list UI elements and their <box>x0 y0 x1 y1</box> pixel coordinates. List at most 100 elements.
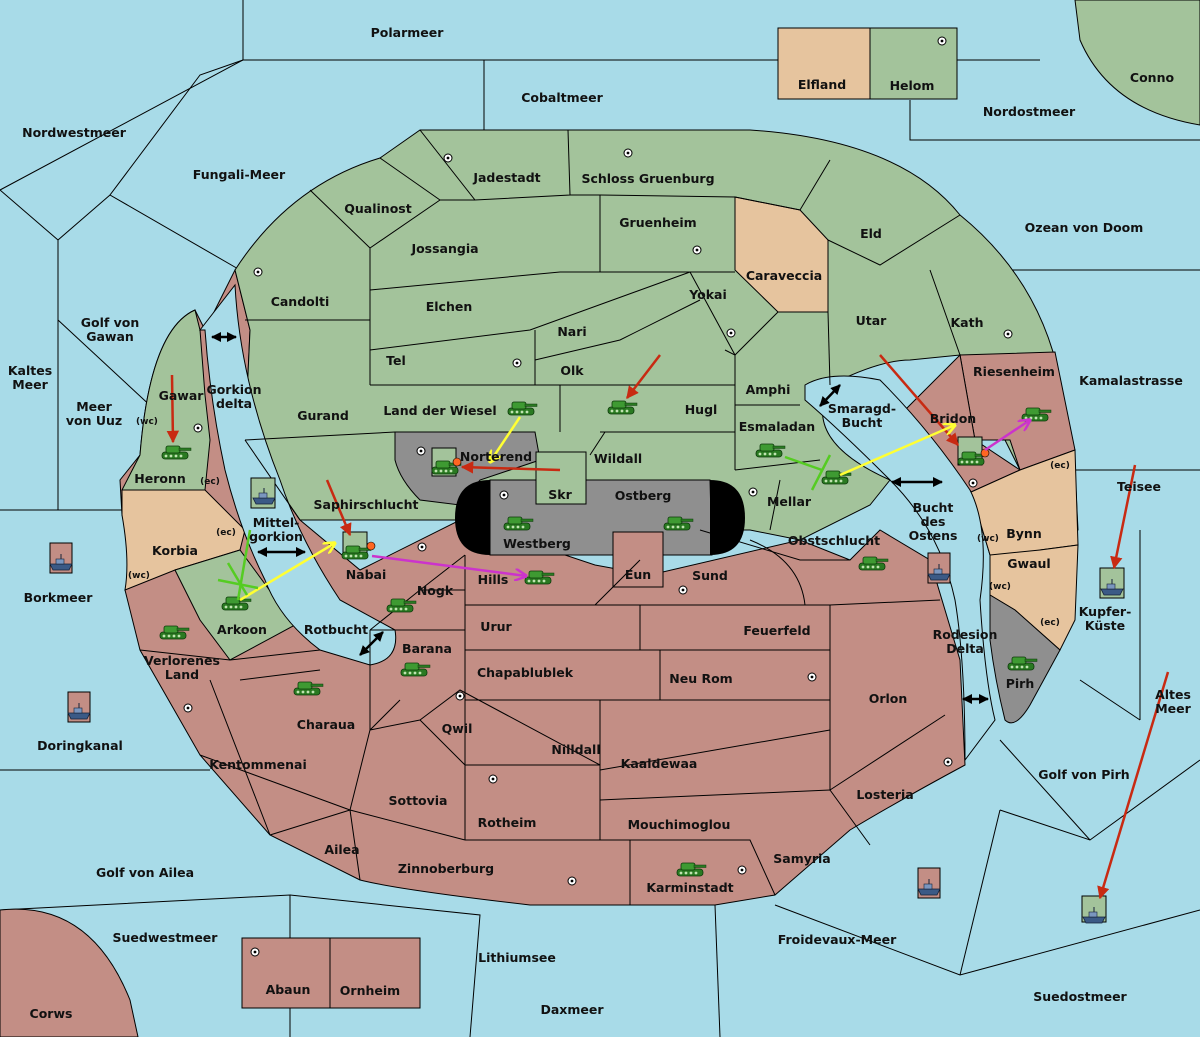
label-golf-von-gawan-1: Golf von <box>81 315 140 330</box>
label-eld: Eld <box>860 226 882 241</box>
passage-arrows <box>211 332 989 704</box>
label-mellar: Mellar <box>767 494 812 509</box>
army-icon <box>341 545 372 560</box>
orders <box>166 354 1170 900</box>
label-smaragd-bucht-2: Bucht <box>842 415 883 430</box>
label-norterend: Norterend <box>460 449 532 464</box>
label-qualinost: Qualinost <box>344 201 411 216</box>
army-icon <box>755 443 786 458</box>
label-bucht-des-ostens-2: des <box>921 514 946 529</box>
label-nabai: Nabai <box>346 567 387 582</box>
army-icon <box>858 556 889 571</box>
label-bucht-des-ostens-3: Ostens <box>909 528 958 543</box>
region-elfland[interactable] <box>777 27 871 100</box>
label-karminstadt: Karminstadt <box>646 880 733 895</box>
label-mittel-gorkion-1: Mittel- <box>253 515 300 530</box>
supply-center-icon <box>943 757 953 767</box>
label-golf-von-pirh: Golf von Pirh <box>1038 767 1129 782</box>
label-riesenheim: Riesenheim <box>973 364 1055 379</box>
label-rodesion-delta-2: Delta <box>946 641 984 656</box>
army-icon <box>1021 407 1052 422</box>
region-korbia[interactable] <box>121 489 246 591</box>
label-altes-meer-1: Altes <box>1155 687 1191 702</box>
label-gawar: Gawar <box>159 388 205 403</box>
label-meer-von-uuz-1: Meer <box>76 399 112 414</box>
army-icon <box>676 862 707 877</box>
label-schloss-gruenburg: Schloss Gruenburg <box>581 171 714 186</box>
label-nari: Nari <box>557 324 586 339</box>
label-verlorenes-land-2: Land <box>165 667 199 682</box>
supply-center-icon <box>1003 329 1013 339</box>
hub-left-cap <box>455 480 490 555</box>
label-ornheim: Ornheim <box>340 983 400 998</box>
label-bynn: Bynn <box>1006 526 1041 541</box>
label-mouchimoglou: Mouchimoglou <box>628 817 731 832</box>
supply-center-icon <box>193 423 203 433</box>
label-bucht-des-ostens-1: Bucht <box>913 500 954 515</box>
label-skr: Skr <box>548 487 572 502</box>
label-nordostmeer: Nordostmeer <box>983 104 1076 119</box>
label-altes-meer-2: Meer <box>1155 701 1191 716</box>
sea-inlet-east[interactable] <box>804 375 996 762</box>
army-icon <box>1007 656 1038 671</box>
coast-label-ec: (ec) <box>1050 461 1070 471</box>
label-heronn: Heronn <box>134 471 186 486</box>
supply-center-icon <box>567 876 577 886</box>
label-ostberg: Ostberg <box>615 488 672 503</box>
label-polarmeer: Polarmeer <box>371 25 445 40</box>
label-qwil: Qwil <box>442 721 473 736</box>
label-rotheim: Rotheim <box>478 815 537 830</box>
label-neu-rom: Neu Rom <box>669 671 732 686</box>
label-suedostmeer: Suedostmeer <box>1033 989 1127 1004</box>
label-kupfer-kueste-1: Kupfer- <box>1079 604 1132 619</box>
label-candolti: Candolti <box>271 294 330 309</box>
label-lithiumsee: Lithiumsee <box>478 950 556 965</box>
region-ornheim[interactable] <box>329 937 421 1009</box>
label-nogk: Nogk <box>417 583 454 598</box>
label-amphi: Amphi <box>746 382 791 397</box>
label-chapablublek: Chapablublek <box>477 665 574 680</box>
label-esmaladan: Esmaladan <box>739 419 815 434</box>
label-nordwestmeer: Nordwestmeer <box>22 125 127 140</box>
army-icon <box>386 598 417 613</box>
coast-label-wc: (wc) <box>977 534 999 544</box>
label-gwaul: Gwaul <box>1007 556 1050 571</box>
supply-center-icon <box>807 672 817 682</box>
label-zinnoberburg: Zinnoberburg <box>398 861 494 876</box>
supply-center-icon <box>253 267 263 277</box>
army-icon <box>159 625 190 640</box>
region-corws[interactable] <box>0 908 139 1037</box>
supply-center-icon <box>499 490 509 500</box>
label-bridon: Bridon <box>930 411 976 426</box>
label-rotbucht: Rotbucht <box>304 622 368 637</box>
label-kaaldewaa: Kaaldewaa <box>621 756 698 771</box>
label-kamalastrasse: Kamalastrasse <box>1079 373 1183 388</box>
label-doringkanal: Doringkanal <box>37 738 123 753</box>
supply-center-icon <box>623 148 633 158</box>
label-elchen: Elchen <box>426 299 473 314</box>
supply-center-icon <box>488 774 498 784</box>
region-eun[interactable] <box>612 531 664 588</box>
coast-label-ec: (ec) <box>216 528 236 538</box>
label-westberg: Westberg <box>503 536 571 551</box>
label-kaltes-meer-2: Meer <box>12 377 48 392</box>
region-skr[interactable] <box>535 451 587 505</box>
label-feuerfeld: Feuerfeld <box>743 623 810 638</box>
coast-label-wc: (wc) <box>136 417 158 427</box>
supply-center-icon <box>250 947 260 957</box>
coast-label-wc: (wc) <box>989 582 1011 592</box>
label-wildall: Wildall <box>594 451 642 466</box>
supply-center-icon <box>183 703 193 713</box>
label-hills: Hills <box>478 572 509 587</box>
supply-center-icon <box>968 478 978 488</box>
region-gawar-heronn[interactable] <box>121 309 211 491</box>
coast-labels: (wc) (ec) (ec) (wc) (ec) (wc) (wc) (ec) <box>128 417 1070 628</box>
label-daxmeer: Daxmeer <box>540 1002 604 1017</box>
supply-center-icon <box>416 446 426 456</box>
label-charaua: Charaua <box>297 717 355 732</box>
label-kath: Kath <box>951 315 984 330</box>
label-losteria: Losteria <box>856 787 913 802</box>
label-gorkion-delta-1: Gorkion <box>206 382 261 397</box>
